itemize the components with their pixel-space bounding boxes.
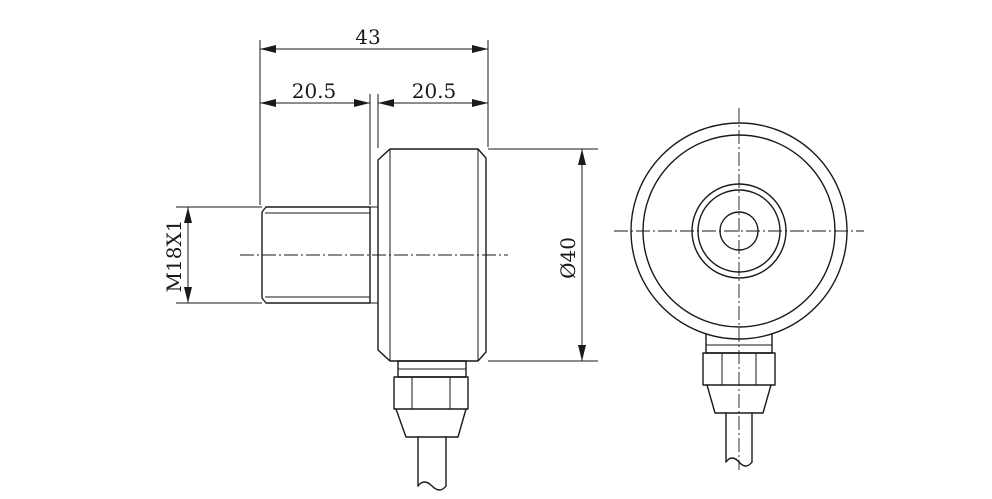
dim-body-length-label: 20.5 bbox=[412, 79, 457, 103]
threaded-stud bbox=[261, 206, 378, 304]
dim-overall-label: 43 bbox=[355, 25, 380, 49]
cable-gland bbox=[393, 360, 469, 438]
front-view bbox=[614, 108, 864, 470]
dim-thread-length-label: 20.5 bbox=[292, 79, 337, 103]
dim-diameter-label: Ø40 bbox=[556, 237, 580, 279]
cable bbox=[417, 436, 447, 491]
dimension-lines bbox=[176, 40, 598, 362]
side-view bbox=[240, 148, 508, 491]
dim-thread-spec-label: M18X1 bbox=[162, 220, 186, 293]
